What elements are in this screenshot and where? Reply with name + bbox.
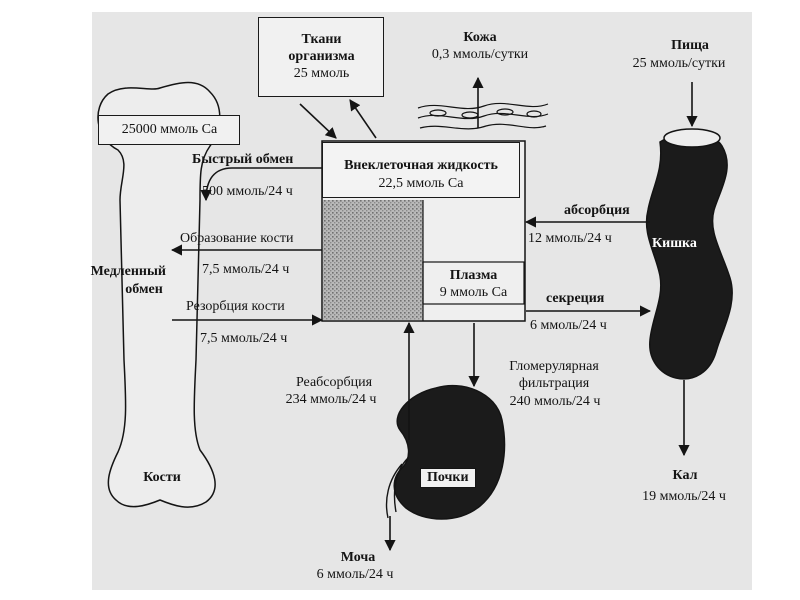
absorption-label: абсорбция xyxy=(564,203,630,218)
intracellular-dotted-area xyxy=(323,200,423,320)
reabsorption-amount: 234 ммоль/24 ч xyxy=(285,392,377,407)
tissues-label-line2: организма xyxy=(288,49,355,64)
secretion-amount: 6 ммоль/24 ч xyxy=(530,318,607,333)
kidney-label: Почки xyxy=(420,468,476,488)
bone-calcium-amount: 25000 ммоль Са xyxy=(121,122,218,137)
extracellular-amount: 22,5 ммоль Са xyxy=(378,176,464,191)
slow-exchange-line1: Медленный xyxy=(90,264,166,279)
intestine-opening xyxy=(663,128,721,148)
plasma-box-outline xyxy=(422,261,525,305)
box-to-tissues-arrow xyxy=(349,99,377,139)
secretion-label: секреция xyxy=(546,291,605,306)
feces-amount: 19 ммоль/24 ч xyxy=(642,489,726,504)
urine-amount: 6 ммоль/24 ч xyxy=(316,567,394,582)
feces-label: Кал xyxy=(672,468,698,483)
skin-label: Кожа xyxy=(463,30,497,45)
filtration-amount: 240 ммоль/24 ч xyxy=(509,394,601,409)
tissues-label-line1: Ткани xyxy=(301,32,342,47)
extracellular-label: Внеклеточная жидкость xyxy=(344,158,498,173)
slow-exchange-line2: обмен xyxy=(125,282,163,297)
reabsorption-label: Реабсорбция xyxy=(295,375,373,390)
bone-calcium-box xyxy=(98,115,240,145)
plasma-label: Плазма xyxy=(449,268,498,283)
skin-amount: 0,3 ммоль/сутки xyxy=(431,47,529,62)
food-label: Пища xyxy=(671,38,709,53)
tissues-amount: 25 ммоль xyxy=(293,66,350,81)
urine-label: Моча xyxy=(340,550,376,565)
bone-formation-amount: 7,5 ммоль/24 ч xyxy=(202,262,290,277)
filtration-label-line1: Гломерулярная xyxy=(509,359,599,374)
fast-exchange-label: Быстрый обмен xyxy=(192,152,294,167)
fast-exchange-arrow xyxy=(200,167,322,202)
tissues-box xyxy=(258,17,384,97)
absorption-amount: 12 ммоль/24 ч xyxy=(528,231,612,246)
filtration-label-line2: фильтрация xyxy=(518,376,590,391)
fast-exchange-amount: 500 ммоль/24 ч xyxy=(202,184,293,199)
extracellular-label-box xyxy=(322,142,520,198)
bone-formation-label: Образование кости xyxy=(180,231,294,246)
food-amount: 25 ммоль/сутки xyxy=(632,56,726,71)
tissues-to-box-arrow xyxy=(299,103,337,139)
ureter xyxy=(385,457,409,519)
plasma-amount: 9 ммоль Са xyxy=(439,285,508,300)
intestine-label: Кишка xyxy=(652,236,697,251)
intestine-shape xyxy=(645,131,733,380)
bone-label: Кости xyxy=(143,470,181,485)
skin-graphic xyxy=(417,102,549,130)
bone-resorption-amount: 7,5 ммоль/24 ч xyxy=(200,331,288,346)
bone-resorption-label: Резорбция кости xyxy=(186,299,285,314)
bone-outline xyxy=(97,81,221,508)
